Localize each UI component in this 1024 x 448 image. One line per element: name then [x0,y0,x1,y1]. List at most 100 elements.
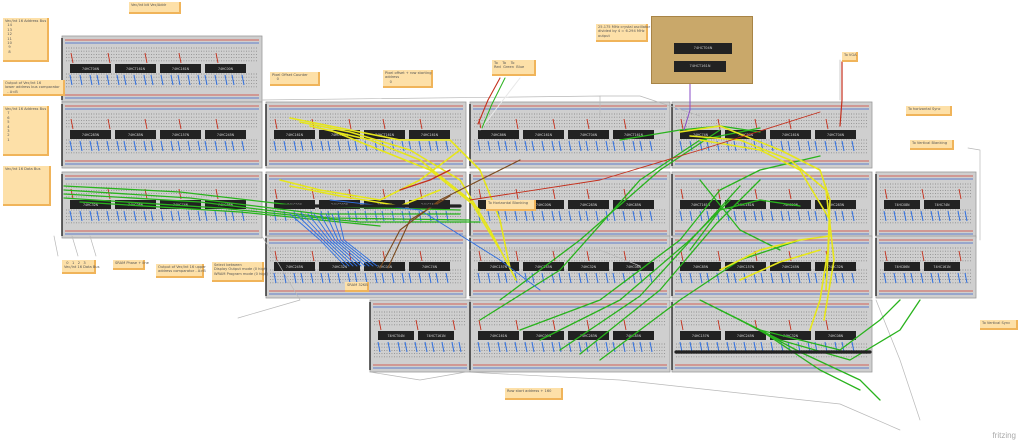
jumper-wire-blue [79,140,83,152]
jumper-wire-blue [143,74,147,86]
bus-wire-yellow [279,149,461,201]
ic-chip [680,331,721,340]
ic-chip-label: 74HC157N [692,334,710,338]
ic-chip [409,262,450,271]
jumper-wire-blue [706,140,710,152]
jumper-wire-blue [514,140,518,152]
jumper-wire-blue [753,341,757,353]
jumper-wire-blue [622,341,626,353]
ic-chip-label: 74HC157N [737,265,755,269]
jumper-wire-blue [851,272,855,284]
ic-chip [568,331,609,340]
jumper-wire-blue [337,140,341,152]
ic-chip-label: 74HCT04N [387,334,405,338]
bus-wire-green [79,201,381,227]
bus-wire-green [539,199,731,341]
jumper-wire-blue [797,210,801,222]
bus-wire-green [63,185,461,211]
note-vsync: To VGA [842,52,858,62]
jumper-wire-blue [622,210,626,222]
jumper-wire-blue [595,140,599,152]
jumper-wire-red [274,188,278,200]
ic-chip [613,262,654,271]
jumper-wire-blue [585,210,589,222]
jumper-wire-red [680,188,684,200]
jumper-wire-blue [726,140,730,152]
jumper-wire-blue [514,210,518,222]
jumper-wire-blue [293,140,297,152]
jumper-wire-blue [106,140,110,152]
ic-chip [725,130,766,139]
jumper-wire-blue [133,140,137,152]
ic-chip [523,130,564,139]
jumper-wire-blue [374,210,378,222]
ic-chip-label: 74HC85N [693,265,709,269]
ic-chip-label: 74HC283N [580,334,598,338]
ic-chip [680,200,721,209]
routing-wire-grey [465,371,901,431]
ic-chip-label: 74HC161N [490,334,508,338]
ic-chip-label: 74HCT04N [331,133,349,137]
jumper-wire-blue [150,210,154,222]
jumper-wire-blue [160,140,164,152]
jumper-wire-blue [524,140,528,152]
ic-chip [815,331,856,340]
jumper-wire-blue [347,140,351,152]
wire-red [839,61,843,127]
routing-wire-grey [237,235,301,319]
jumper-wire-blue [283,272,287,284]
ic-chip-label: 74HC74N [934,203,950,207]
wire-green [481,77,506,129]
jumper-wire-blue [391,272,395,284]
jumper-wire-blue [893,272,897,284]
jumper-wire-red [515,118,519,130]
ic-chip [924,200,960,209]
jumper-wire-blue [679,272,683,284]
jumper-wire-blue [541,272,545,284]
jumper-wire-red [144,52,148,64]
jumper-wire-blue [639,140,643,152]
jumper-wire-red [623,188,627,200]
note-databus-bottom: 0 1 2 3 Vec/int 16 Data Bus [62,260,99,274]
jumper-wire-blue [487,210,491,222]
jumper-wire-red [415,319,419,331]
jumper-wire-red [215,188,219,200]
jumper-wire-red [623,250,627,262]
ic-chip [770,130,811,139]
bus-wire-yellow [689,135,835,321]
jumper-wire-red [825,118,829,130]
wire-red [399,169,451,191]
ic-chip-label: 74HC157N [490,265,508,269]
jumper-wire-blue [401,140,405,152]
jumper-wire-red [788,319,792,331]
ic-chip [478,331,519,340]
jumper-wire-blue [401,272,405,284]
jumper-wire-blue [568,140,572,152]
jumper-wire-red [680,319,684,331]
ic-chip-label: 74HC86N [894,265,910,269]
jumper-wire-blue [585,341,589,353]
jumper-wire-blue [733,341,737,353]
ic-chip-label: 74HC08N [377,265,393,269]
jumper-wire-blue [605,272,609,284]
jumper-wire-blue [834,272,838,284]
wire-brown [387,195,451,269]
bus-wire-green [759,329,861,391]
jumper-wire-blue [814,140,818,152]
note-pixel-offset-2: Pixel offset + row starting address 0 [383,70,433,88]
wire-red [477,77,501,125]
ic-chip-label: 74HC85N [626,334,642,338]
jumper-wire-blue [639,210,643,222]
ic-chip [680,130,721,139]
ic-chip-label: 74HC283N [580,203,598,207]
jumper-wire-blue [920,210,924,222]
routing-wire-grey [469,249,641,267]
jumper-wire-blue [760,272,764,284]
bus-wire-green [479,127,761,321]
jumper-wire-blue [841,140,845,152]
ic-chip [160,130,201,139]
jumper-wire-red [478,188,482,200]
ic-chip [924,262,960,271]
bus-wire-green [519,155,821,331]
ic-chip [770,262,811,271]
